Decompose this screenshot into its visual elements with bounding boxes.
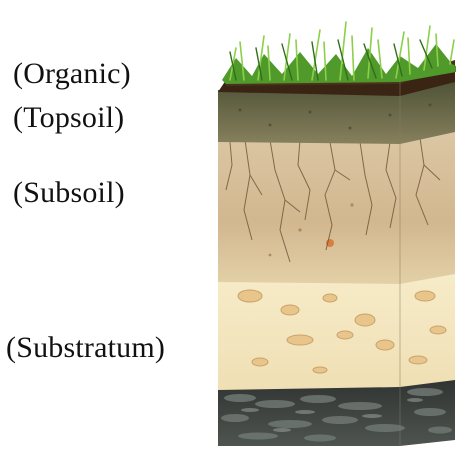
label-substratum: (Substratum) xyxy=(6,333,165,363)
subsoil-layer xyxy=(218,130,455,284)
label-subsoil: (Subsoil) xyxy=(13,178,125,208)
label-organic: (Organic) xyxy=(13,59,131,89)
label-topsoil: (Topsoil) xyxy=(13,103,124,133)
grass-layer xyxy=(222,22,456,84)
substratum-layer xyxy=(218,272,455,390)
